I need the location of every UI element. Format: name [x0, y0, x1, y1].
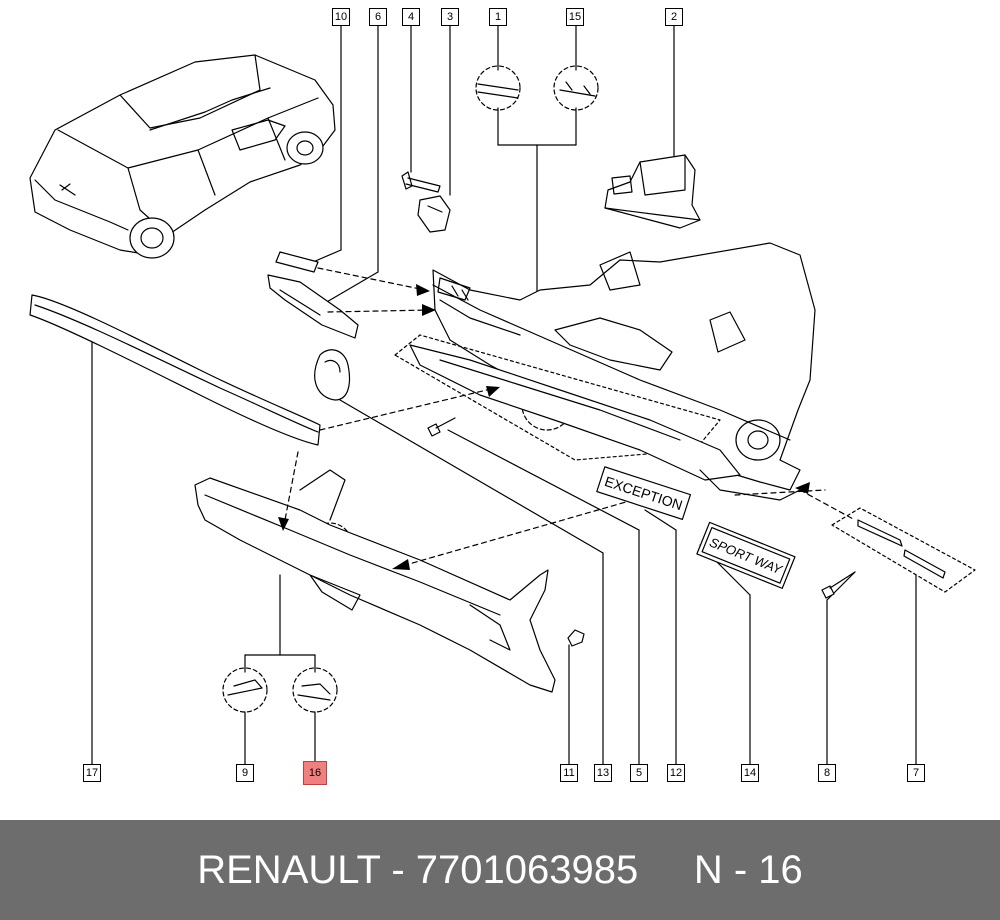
part-5-cap: [314, 349, 351, 401]
callout-6[interactable]: 6: [369, 8, 387, 26]
callout-16[interactable]: 16: [303, 761, 327, 785]
part-3-clip: [417, 195, 451, 233]
part-6-trim: [267, 274, 359, 339]
part-7-bolts: [831, 507, 976, 593]
assembly-arrows: [283, 267, 856, 569]
footer-bar: RENAULT - 7701063985 N - 16: [0, 820, 1000, 920]
callout-3[interactable]: 3: [441, 8, 459, 26]
callout-9[interactable]: 9: [236, 764, 254, 782]
callout-17[interactable]: 17: [83, 764, 101, 782]
part-13-screw: [427, 417, 456, 437]
part-14-sport-way-badge: SPORT WAY: [696, 521, 796, 589]
callout-15[interactable]: 15: [566, 8, 584, 26]
detail-circle-contents: [227, 81, 596, 701]
part-4-bolt: [401, 171, 441, 193]
parts-diagram: EXCEPTION SPORT WAY: [29, 25, 976, 765]
lower-frame-outline: [394, 334, 721, 461]
leader-lines: [91, 25, 917, 765]
lower-frame: [409, 344, 801, 501]
callout-2[interactable]: 2: [665, 8, 683, 26]
part-reference-text: RENAULT - 7701063985 N - 16: [197, 847, 803, 892]
callout-12[interactable]: 12: [667, 764, 685, 782]
part-11-clip: [567, 629, 585, 647]
callout-10[interactable]: 10: [332, 8, 350, 26]
part-8-screw: [821, 571, 856, 599]
part-2-assembly: [604, 154, 701, 229]
callout-5[interactable]: 5: [630, 764, 648, 782]
part-17-trim-strip: [29, 294, 321, 446]
callout-1[interactable]: 1: [489, 8, 507, 26]
part-10-plate: [275, 251, 319, 273]
lower-panel: [194, 469, 556, 693]
callout-7[interactable]: 7: [907, 764, 925, 782]
callout-13[interactable]: 13: [594, 764, 612, 782]
callout-11[interactable]: 11: [560, 764, 578, 782]
arrow-heads: [278, 284, 810, 570]
car-illustration: [29, 54, 336, 259]
part-12-exception-badge: EXCEPTION: [596, 466, 692, 520]
dashboard-body: [432, 242, 816, 491]
callout-14[interactable]: 14: [741, 764, 759, 782]
callout-8[interactable]: 8: [818, 764, 836, 782]
callout-4[interactable]: 4: [402, 8, 420, 26]
